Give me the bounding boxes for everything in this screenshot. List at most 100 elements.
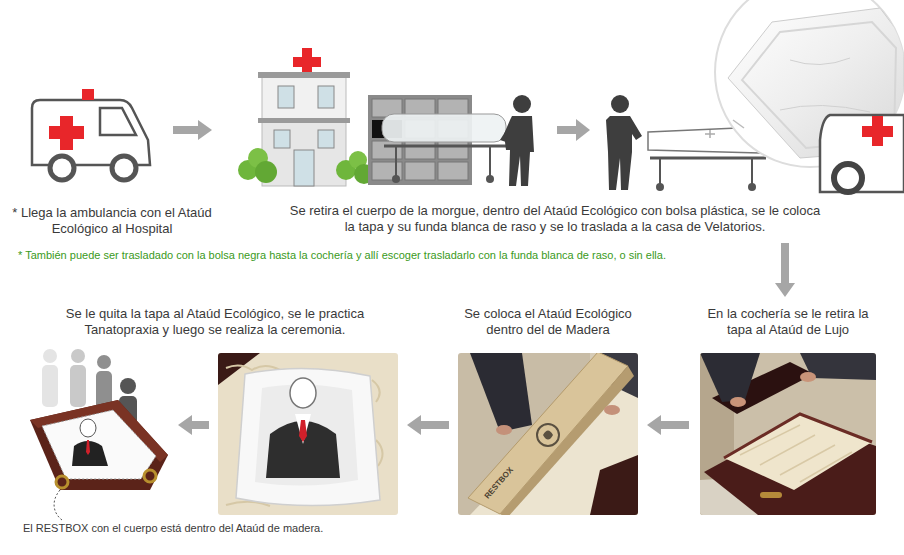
zoom-detail <box>715 0 904 167</box>
morgue-cabinet <box>372 141 402 159</box>
flow-arrow <box>661 421 689 429</box>
mourners-silhouettes <box>97 355 111 369</box>
coffin-illustration <box>72 441 108 466</box>
ambulance-icon <box>862 126 893 137</box>
zoom-detail <box>715 0 904 167</box>
photo-eco-coffin-placement <box>604 405 620 415</box>
hospital-icon <box>258 118 350 123</box>
photo-luxury-coffin <box>800 372 816 382</box>
coffin-gurney <box>659 158 661 184</box>
coffin-illustration <box>56 476 68 488</box>
hospital-icon <box>255 161 277 183</box>
photo-eco-coffin-placement <box>458 353 638 515</box>
hospital-icon <box>318 86 334 108</box>
hospital-icon <box>262 76 346 120</box>
photo-luxury-coffin <box>724 414 872 458</box>
mourners-silhouettes <box>42 365 58 407</box>
satin-covered-coffin <box>728 8 904 158</box>
photo-open-eco-coffin <box>218 353 398 515</box>
process-step: El RESTBOX con el cuerpo está dentro del… <box>15 340 175 545</box>
gurney-body-bag <box>395 146 397 176</box>
photo-open-eco-coffin <box>236 368 380 505</box>
coffin-illustration <box>80 419 96 437</box>
photo-eco-coffin-placement <box>470 353 532 432</box>
gurney-body-bag <box>384 145 506 148</box>
photo-eco-coffin-placement <box>590 455 638 515</box>
coffin-illustration <box>42 410 156 479</box>
photo-open-eco-coffin <box>266 421 340 478</box>
ambulance-icon <box>82 89 94 100</box>
mourners-silhouettes <box>71 349 85 363</box>
hospital-icon <box>293 57 321 67</box>
flow-arrow <box>576 119 590 141</box>
coffin-gurney <box>656 183 664 191</box>
process-step: Se le quita la tapa al Ataúd Ecológico, … <box>212 300 404 515</box>
hospital-icon <box>258 72 350 78</box>
photo-open-eco-coffin <box>290 378 316 408</box>
satin-covered-coffin <box>790 58 850 65</box>
flow-arrow <box>421 421 449 429</box>
photo-luxury-coffin <box>740 425 852 482</box>
ambulance-icon <box>112 156 136 180</box>
person-figure <box>500 124 510 142</box>
ambulance-icon <box>100 108 136 135</box>
coffin-gurney <box>709 130 711 138</box>
gurney-body-bag <box>486 175 494 183</box>
coffin-gurney <box>650 157 766 160</box>
step-caption: Se retira el cuerpo de la morgue, dentro… <box>285 203 825 235</box>
morgue-cabinet <box>438 141 468 159</box>
photo-eco-coffin-placement <box>496 425 512 435</box>
photo-open-eco-coffin <box>218 353 398 515</box>
person-figure <box>606 95 642 190</box>
ambulance-icon <box>820 115 904 192</box>
photo-eco-coffin-placement <box>537 424 559 446</box>
zoom-detail <box>733 120 744 128</box>
photo-luxury-coffin <box>724 414 872 490</box>
photo-eco-coffin-placement <box>500 366 634 515</box>
person-figure <box>606 116 642 190</box>
photo-luxury-coffin <box>700 353 876 515</box>
step-caption: Se le quita la tapa al Ataúd Ecológico, … <box>40 306 390 338</box>
flow-arrow <box>781 243 789 283</box>
photo-open-eco-coffin <box>226 365 383 506</box>
satin-covered-coffin <box>780 105 870 112</box>
step-caption: * Llega la ambulancia con el Ataúd Ecoló… <box>12 205 212 237</box>
process-step: En la cochería se le retira la tapa al A… <box>692 300 884 515</box>
photo-luxury-coffin <box>700 353 876 515</box>
photo-luxury-coffin <box>700 353 760 402</box>
hospital-icon <box>278 86 294 108</box>
ambulance-icon <box>50 156 74 180</box>
photo-open-eco-coffin <box>295 414 311 444</box>
morgue-cabinet <box>405 141 435 159</box>
mourners-silhouettes <box>43 349 57 363</box>
coffin-illustration <box>30 400 168 490</box>
process-step: Se coloca el Ataúd Ecológico dentro del … <box>452 300 644 515</box>
morgue-cabinet <box>405 162 435 180</box>
satin-covered-coffin <box>742 22 896 148</box>
coffin-illustration <box>86 440 90 455</box>
morgue-cabinet <box>438 162 468 180</box>
ambulance-icon <box>820 115 904 192</box>
gurney-body-bag <box>382 114 506 142</box>
photo-luxury-coffin <box>760 492 782 498</box>
photo-luxury-coffin <box>730 397 746 407</box>
step-caption: Se coloca el Ataúd Ecológico dentro del … <box>454 306 642 338</box>
leader-line <box>54 490 62 520</box>
satin-covered-coffin <box>728 8 904 158</box>
note-text: * También puede ser trasladado con la bo… <box>18 248 666 262</box>
flow-arrow <box>173 126 198 134</box>
process-step: * Llega la ambulancia con el Ataúd Ecoló… <box>18 85 170 245</box>
person-figure <box>500 95 534 186</box>
photo-eco-coffin-placement <box>458 353 638 515</box>
step-caption: El RESTBOX con el cuerpo está dentro del… <box>23 521 323 535</box>
flow-arrow <box>557 126 577 134</box>
coffin-gurney <box>748 183 756 191</box>
ambulance-icon <box>32 89 150 180</box>
photo-eco-coffin-placement <box>543 431 553 440</box>
ambulance-icon <box>32 100 150 165</box>
coffin-illustration <box>30 400 168 490</box>
photo-open-eco-coffin <box>299 420 307 442</box>
